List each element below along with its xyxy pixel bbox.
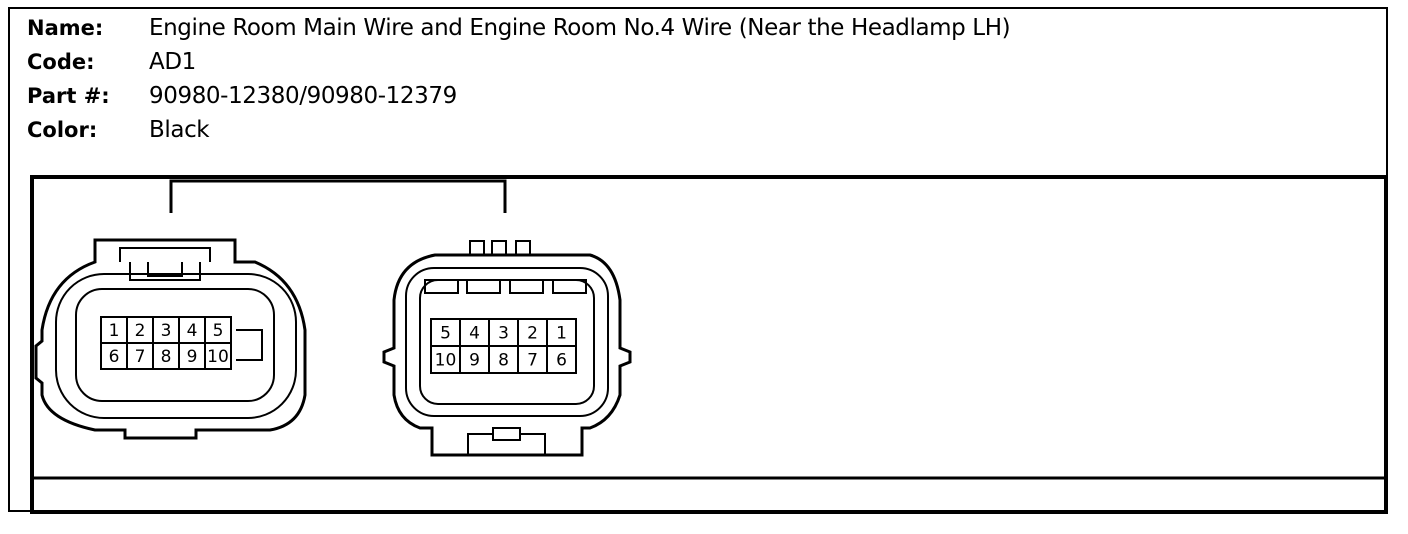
pin-number: 6	[109, 347, 120, 367]
name-row: Name: Engine Room Main Wire and Engine R…	[27, 13, 1011, 43]
pin-number: 9	[469, 351, 480, 371]
name-value: Engine Room Main Wire and Engine Room No…	[149, 15, 1011, 41]
connector-left-terminal-face	[75, 288, 275, 402]
pin-number: 2	[527, 324, 538, 344]
code-row: Code: AD1	[27, 47, 196, 77]
name-label: Name:	[27, 16, 104, 40]
connector-right-lock-tab	[467, 427, 546, 455]
connector-left	[34, 238, 307, 440]
pin-number: 6	[556, 351, 567, 371]
connector-right	[382, 240, 632, 457]
connector-left-housing	[34, 238, 307, 440]
pin-number: 3	[498, 324, 509, 344]
pin-number: 7	[135, 347, 146, 367]
pin-number: 10	[207, 347, 229, 367]
color-label: Color:	[27, 118, 98, 142]
connector-right-inner-wall	[405, 267, 609, 417]
part-number-value: 90980-12380/90980-12379	[149, 83, 457, 109]
connector-right-housing	[382, 253, 632, 457]
pin-number: 7	[527, 351, 538, 371]
code-label: Code:	[27, 50, 95, 74]
pin-number: 1	[109, 321, 120, 341]
pin-number: 4	[469, 324, 480, 344]
pin-number: 10	[435, 351, 457, 371]
pin-cell	[204, 342, 232, 370]
pin-number: 2	[135, 321, 146, 341]
connector-left-side-tab	[236, 329, 263, 361]
connector-left-latch	[119, 247, 211, 281]
diagram-frame	[30, 175, 1388, 514]
connector-right-key-slots	[424, 279, 587, 294]
part-number-label: Part #:	[27, 84, 110, 108]
pin-number: 9	[187, 347, 198, 367]
connector-left-inner-wall	[55, 273, 297, 419]
pin-number: 4	[187, 321, 198, 341]
part-number-row: Part #: 90980-12380/90980-12379	[27, 81, 457, 111]
pin-cell	[546, 345, 577, 374]
pin-number: 5	[440, 324, 451, 344]
pin-number: 8	[498, 351, 509, 371]
color-row: Color: Black	[27, 115, 210, 145]
code-value: AD1	[149, 49, 196, 75]
pin-number: 8	[161, 347, 172, 367]
color-value: Black	[149, 117, 210, 143]
pin-number: 3	[161, 321, 172, 341]
connector-right-terminal-face	[419, 279, 595, 405]
pin-number: 1	[556, 324, 567, 344]
connector-right-top-tabs	[469, 240, 531, 255]
pin-number: 5	[213, 321, 224, 341]
mating-bracket	[169, 179, 507, 213]
